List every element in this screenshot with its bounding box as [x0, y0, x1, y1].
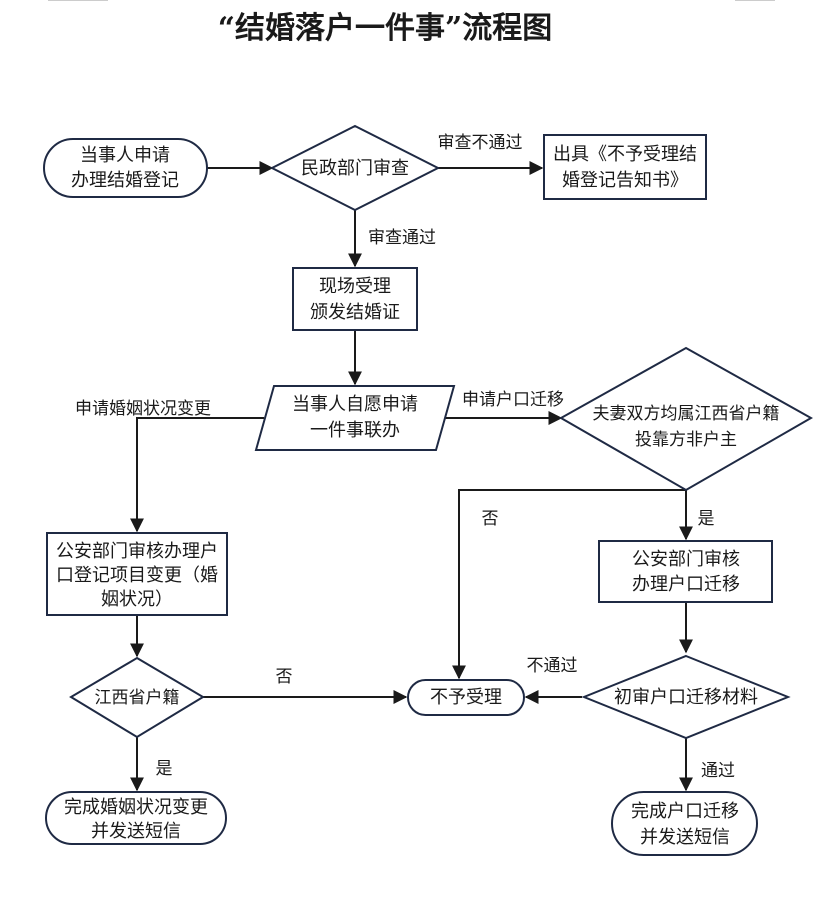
node-done-marital-line2: 并发送短信: [91, 821, 181, 842]
node-civil-review-text: 民政部门审查: [301, 158, 409, 179]
node-done-migration-line1: 完成户口迁移: [631, 801, 739, 822]
label-check-no: 否: [482, 509, 499, 529]
edge-apply-marital-change: [130, 417, 264, 533]
node-initial-review: 初审户口迁移材料: [581, 654, 791, 740]
node-police-migration-line1: 公安部门审核: [632, 549, 740, 570]
label-initial-not-pass: 不通过: [527, 656, 578, 676]
node-joint-apply: 当事人自愿申请 一件事联办: [254, 385, 456, 451]
node-joint-apply-line2: 一件事联办: [310, 420, 400, 441]
node-jiangxi-hukou: 江西省户籍: [69, 656, 205, 739]
node-reject: 不予受理: [407, 679, 525, 716]
node-done-marital: 完成婚姻状况变更 并发送短信: [45, 791, 227, 845]
node-issue-certificate-line2: 颁发结婚证: [310, 302, 400, 323]
page-title: “结婚落户一件事”流程图: [218, 11, 553, 46]
label-apply-marital-change: 申请婚姻状况变更: [75, 399, 211, 419]
node-done-migration-line2: 并发送短信: [640, 827, 730, 848]
node-reject-text: 不予受理: [430, 687, 502, 708]
node-apply-marriage-line2: 办理结婚登记: [71, 170, 179, 191]
node-refusal-notice-line1: 出具《不予受理结: [553, 144, 697, 165]
node-apply-marriage-line1: 当事人申请: [80, 145, 170, 166]
node-police-marital-line1: 公安部门审核办理户: [56, 541, 218, 562]
node-police-marital-line2: 口登记项目变更（婚: [56, 565, 218, 586]
node-jiangxi-check-line2: 投靠方非户主: [635, 430, 737, 450]
node-jiangxi-check: 夫妻双方均属江西省户籍 投靠方非户主: [558, 346, 813, 492]
node-jiangxi-hukou-text: 江西省户籍: [95, 688, 180, 708]
label-apply-migration: 申请户口迁移: [462, 390, 564, 410]
node-apply-marriage: 当事人申请 办理结婚登记: [43, 138, 208, 198]
node-joint-apply-line1: 当事人自愿申请: [292, 394, 418, 415]
node-done-migration: 完成户口迁移 并发送短信: [611, 791, 758, 856]
node-done-marital-line1: 完成婚姻状况变更: [64, 797, 208, 818]
label-review-fail: 审查不通过: [438, 133, 523, 153]
label-hukou-yes: 是: [156, 759, 173, 779]
node-issue-certificate: 现场受理 颁发结婚证: [292, 267, 418, 331]
node-jiangxi-check-line1: 夫妻双方均属江西省户籍: [593, 404, 780, 424]
node-initial-review-text: 初审户口迁移材料: [614, 687, 758, 708]
label-check-yes: 是: [698, 509, 715, 529]
node-police-marital-change: 公安部门审核办理户 口登记项目变更（婚 姻状况）: [46, 532, 228, 616]
label-initial-pass: 通过: [701, 761, 735, 781]
node-refusal-notice: 出具《不予受理结 婚登记告知书》: [543, 134, 707, 200]
edge-check-no: [452, 489, 686, 680]
node-police-marital-line3: 姻状况）: [101, 589, 173, 610]
node-police-migration: 公安部门审核 办理户口迁移: [598, 540, 773, 603]
label-review-pass: 审查通过: [368, 228, 436, 248]
label-hukou-no: 否: [276, 667, 293, 687]
node-police-migration-line2: 办理户口迁移: [632, 574, 740, 595]
node-refusal-notice-line2: 婚登记告知书》: [562, 170, 688, 191]
node-issue-certificate-line1: 现场受理: [319, 276, 391, 297]
node-civil-review: 民政部门审查: [269, 124, 441, 212]
